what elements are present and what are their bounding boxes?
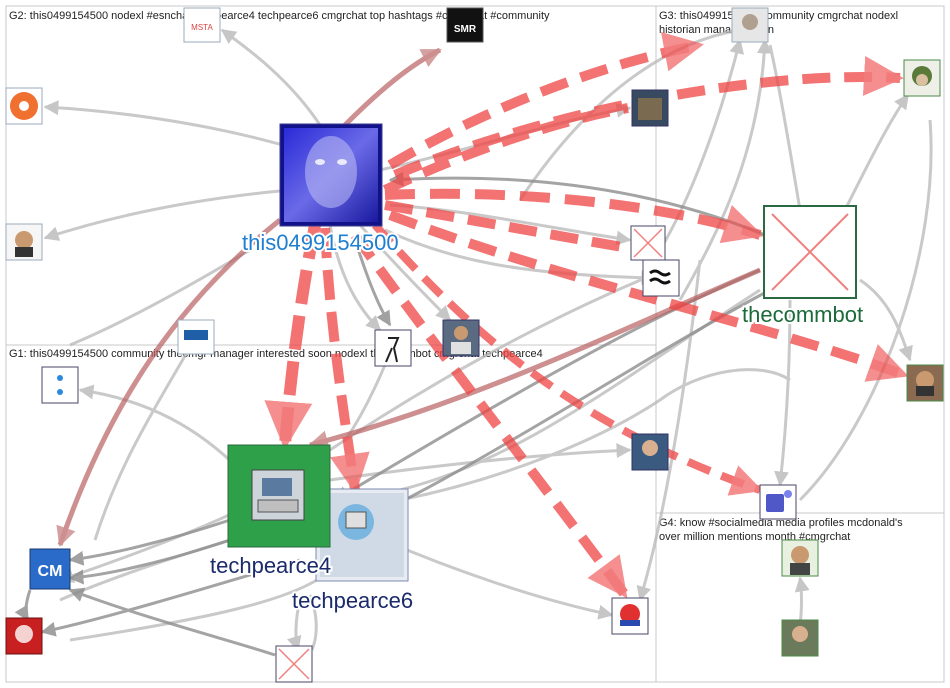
edge [43, 100, 301, 152]
edge [388, 171, 766, 237]
node-cm-logo[interactable]: CM [29, 548, 71, 590]
cm-logo-text: CM [38, 563, 63, 580]
edge [343, 47, 442, 127]
node-bearded-avatar[interactable] [5, 223, 43, 261]
node-label-techpearce4: techpearce4 [210, 553, 331, 578]
msta-logo-text: MSTA [191, 23, 213, 32]
node-photo-1[interactable] [631, 89, 669, 127]
node-label-thecommbot: thecommbot [742, 302, 863, 327]
smr-logo-text: SMR [454, 24, 477, 35]
edge [843, 93, 910, 211]
edge [68, 518, 231, 566]
edge [353, 239, 392, 327]
edge [320, 227, 370, 494]
edge [69, 568, 332, 642]
node-broken-image-2[interactable] [275, 645, 313, 683]
edge [69, 248, 251, 347]
node-this0499154500[interactable] [279, 123, 383, 227]
maroon-edges [56, 47, 761, 547]
edge [372, 222, 764, 496]
edge [658, 38, 745, 251]
group-label-g4: G4: know #socialmedia media profiles mcd… [659, 517, 903, 529]
node-techpearce6[interactable] [315, 488, 409, 582]
node-techpearce4[interactable] [227, 444, 331, 548]
node-smr[interactable]: SMR [446, 7, 484, 43]
node-photo-2[interactable] [442, 319, 480, 357]
edge [68, 587, 276, 657]
group-label-g2: G2: this0499154500 nodexl #esnchat techp… [9, 10, 550, 22]
node-thecommbot[interactable] [763, 205, 857, 299]
node-label-techpearce6: techpearce6 [292, 588, 413, 613]
node-community-badge[interactable] [611, 597, 649, 635]
edge [794, 576, 810, 626]
group-box-g4 [655, 512, 945, 683]
edge [40, 558, 301, 637]
edge [382, 103, 629, 195]
node-g3-top[interactable] [731, 7, 769, 43]
node-figure-icon[interactable] [374, 329, 412, 367]
node-broken-image-1[interactable] [630, 225, 666, 261]
edge [14, 589, 32, 622]
edge [389, 203, 632, 246]
edge [384, 228, 657, 286]
edge [220, 28, 322, 126]
node-g4-avatar-1[interactable] [781, 539, 819, 577]
edge [328, 224, 382, 332]
node-label-this0499154500: this0499154500 [242, 230, 399, 255]
edge [78, 384, 242, 472]
edge [387, 31, 704, 170]
edge [768, 44, 802, 211]
edge [798, 119, 933, 502]
edge [518, 28, 741, 201]
node-photo-3[interactable] [631, 433, 669, 471]
node-teams-icon[interactable] [759, 484, 797, 520]
node-dots-icon[interactable] [41, 366, 79, 404]
node-wave-logo[interactable] [642, 259, 680, 297]
edge [68, 538, 231, 585]
edge [56, 218, 282, 547]
group-label-g4-line2: over million mentions month #cmgrchat [659, 531, 850, 543]
edge [43, 188, 291, 241]
edge [774, 299, 792, 487]
edge [388, 210, 909, 382]
edge [264, 223, 321, 450]
edge [678, 38, 772, 301]
edge [93, 329, 202, 541]
node-talented-learning[interactable] [177, 319, 215, 355]
group-boxes [5, 5, 945, 683]
node-orange-logo[interactable] [5, 87, 43, 125]
node-red-avatar[interactable] [5, 617, 43, 655]
node-g4-avatar-2[interactable] [781, 619, 819, 657]
edge [308, 267, 761, 451]
node-beard-avatar[interactable] [906, 364, 944, 402]
edge [350, 232, 630, 599]
edge [384, 200, 641, 255]
node-cartoon-avatar[interactable] [903, 59, 941, 97]
edge [399, 368, 791, 502]
edge [308, 594, 318, 651]
edge [358, 224, 452, 322]
node-msta[interactable]: MSTA [183, 7, 221, 43]
group-label-g3: G3: this0499154500 community cmgrchat no… [659, 10, 898, 22]
edge [384, 188, 764, 244]
